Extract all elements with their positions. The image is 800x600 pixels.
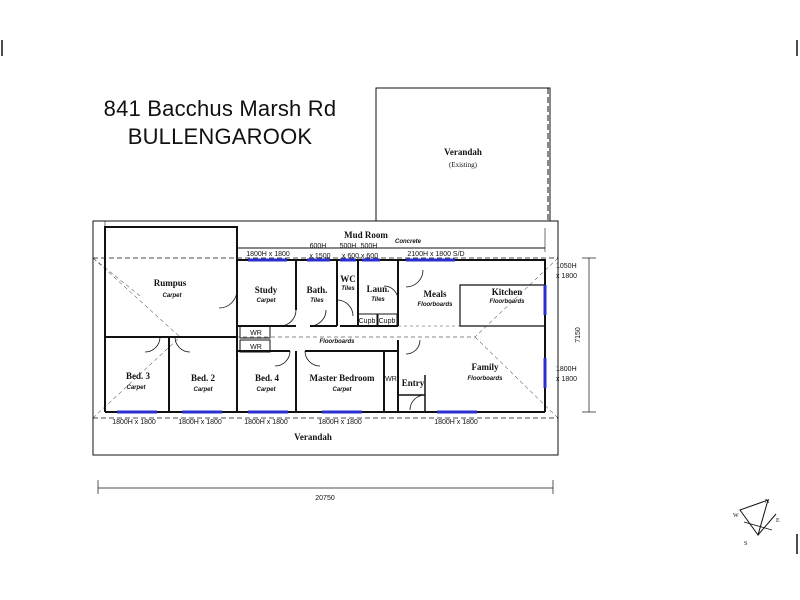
room-finish: Floorboards [417, 302, 453, 308]
room-name: Verandah [294, 432, 332, 442]
room-name: Meals [424, 289, 447, 299]
dim-label: 1800H x 1800 [178, 419, 222, 426]
room-name: Verandah [444, 147, 482, 157]
dim-label: 1800H x 1800 [434, 419, 478, 426]
dim-label: x 600 x 600 [342, 253, 378, 260]
room-finish: Tiles [341, 286, 355, 292]
room-finish: Carpet [256, 298, 276, 304]
room-name: Bath. [307, 285, 328, 295]
room-name: Rumpus [154, 278, 187, 288]
compass-icon: N W E S [733, 499, 780, 547]
room-name: Bed. 3 [126, 371, 151, 381]
room-name: Study [255, 285, 278, 295]
dim-label: 1050H [556, 263, 577, 270]
cupboard-label: Cupb [359, 318, 376, 325]
dim-label: 1800H x 1800 [244, 419, 288, 426]
wr-label: WR [250, 330, 262, 337]
room-name: WC [340, 274, 356, 284]
room-name: Bed. 4 [255, 373, 280, 383]
room-finish: Tiles [371, 297, 385, 303]
cupboard-label: Cupb [379, 318, 396, 325]
dim-label: 2100H x 1800 S/D [407, 251, 464, 258]
compass-east: E [776, 518, 780, 524]
door-swings [144, 269, 426, 411]
plan-title-address: 841 Bacchus Marsh Rd [103, 96, 337, 121]
overall-depth-label: 7150 [575, 327, 582, 343]
room-finish: Floorboards [319, 339, 355, 345]
dim-label: 500H [361, 243, 378, 250]
compass-south: S [744, 541, 747, 547]
dim-label: 1800H [556, 366, 577, 373]
room-finish: Carpet [162, 293, 182, 299]
room-note: (Existing) [449, 161, 478, 169]
overall-width-label: 20750 [315, 495, 335, 502]
cupboard-labels: WR WR WR Cupb Cupb [250, 318, 397, 383]
verandah-existing: Verandah (Existing) [375, 87, 551, 222]
dim-label: 1800H x 1800 [112, 419, 156, 426]
wr-label: WR [250, 344, 262, 351]
room-name: Kitchen [492, 287, 523, 297]
compass-west: W [733, 513, 739, 519]
dim-label: 1800H x 1800 [318, 419, 362, 426]
room-finish: Floorboards [467, 376, 503, 382]
room-name: Master Bedroom [310, 373, 375, 383]
dim-label: x 1500 [309, 253, 330, 260]
room-labels: Mud Room Concrete Rumpus Carpet Study Ca… [126, 230, 525, 442]
room-name: Entry [402, 378, 425, 388]
compass-north: N [765, 499, 770, 505]
room-name: Mud Room [344, 230, 388, 240]
wr-label: WR [385, 376, 397, 383]
room-finish: Carpet [193, 387, 213, 393]
plan-title-locality: BULLENGAROOK [127, 124, 313, 149]
room-name: Family [472, 362, 499, 372]
room-finish: Tiles [310, 298, 324, 304]
roof-lines [92, 257, 559, 419]
room-finish: Carpet [256, 387, 276, 393]
window-dimensions: 1800H x 1800 600H x 1500 500H 500H x 600… [112, 243, 582, 502]
dim-label: x 1800 [556, 376, 577, 383]
dim-label: 500H [340, 243, 357, 250]
room-name: Bed. 2 [191, 373, 216, 383]
room-finish: Carpet [126, 385, 146, 391]
dim-label: x 1800 [556, 273, 577, 280]
room-finish: Floorboards [489, 299, 525, 305]
room-name: Laun. [367, 284, 390, 294]
dim-label: 600H [310, 243, 327, 250]
dimension-lines [97, 257, 596, 494]
dim-label: 1800H x 1800 [246, 251, 290, 258]
windows [117, 258, 547, 414]
room-finish: Concrete [395, 239, 422, 245]
room-finish: Carpet [332, 387, 352, 393]
